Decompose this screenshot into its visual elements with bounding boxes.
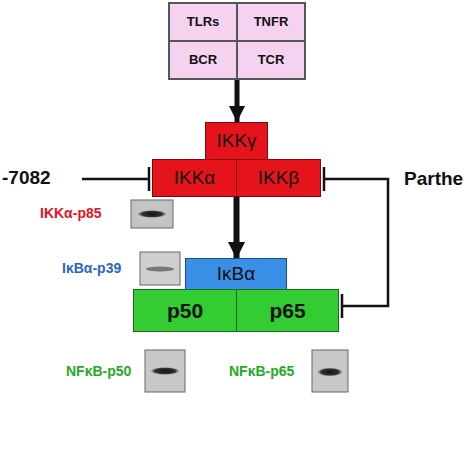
node-label: BCR bbox=[189, 53, 217, 67]
receptor-cell: BCR bbox=[169, 41, 237, 79]
receptor-group: TLRs TNFR BCR TCR bbox=[168, 2, 306, 80]
subunit-box: p50 bbox=[133, 289, 237, 332]
inhibitor-box: IκBα bbox=[185, 258, 287, 290]
node-label: TLRs bbox=[187, 15, 220, 29]
signal-arrow bbox=[234, 197, 239, 258]
kinase-box: IKKβ bbox=[236, 159, 321, 197]
subunit-box: p65 bbox=[236, 289, 339, 332]
node-label: IKKγ bbox=[216, 131, 256, 152]
blot-label: NFκB-p50 bbox=[66, 364, 131, 379]
blot-label: IκBα-p39 bbox=[62, 261, 121, 276]
western-blot bbox=[145, 350, 185, 392]
western-blot bbox=[140, 252, 180, 285]
kinase-box: IKKα bbox=[152, 159, 237, 197]
node-label: IKKα bbox=[174, 168, 216, 189]
node-label: IKKβ bbox=[258, 168, 300, 189]
node-label: TNFR bbox=[254, 15, 289, 29]
blot-label: NFκB-p65 bbox=[229, 364, 294, 379]
drug-name: Parthe bbox=[404, 169, 463, 190]
blot-label: IKKα-p85 bbox=[40, 206, 102, 221]
western-blot bbox=[131, 200, 173, 228]
receptor-cell: TLRs bbox=[169, 3, 237, 41]
receptor-cell: TCR bbox=[237, 41, 305, 79]
kinase-box: IKKγ bbox=[205, 122, 268, 160]
western-blot bbox=[312, 350, 348, 392]
node-label: TCR bbox=[258, 53, 285, 67]
drug-name: -7082 bbox=[2, 168, 51, 189]
signal-arrow bbox=[235, 197, 240, 258]
node-label: p65 bbox=[269, 299, 305, 322]
node-label: p50 bbox=[167, 299, 203, 322]
receptor-cell: TNFR bbox=[237, 3, 305, 41]
inhibition-line bbox=[82, 167, 149, 191]
signal-arrow bbox=[235, 80, 240, 122]
node-label: IκBα bbox=[217, 264, 255, 285]
